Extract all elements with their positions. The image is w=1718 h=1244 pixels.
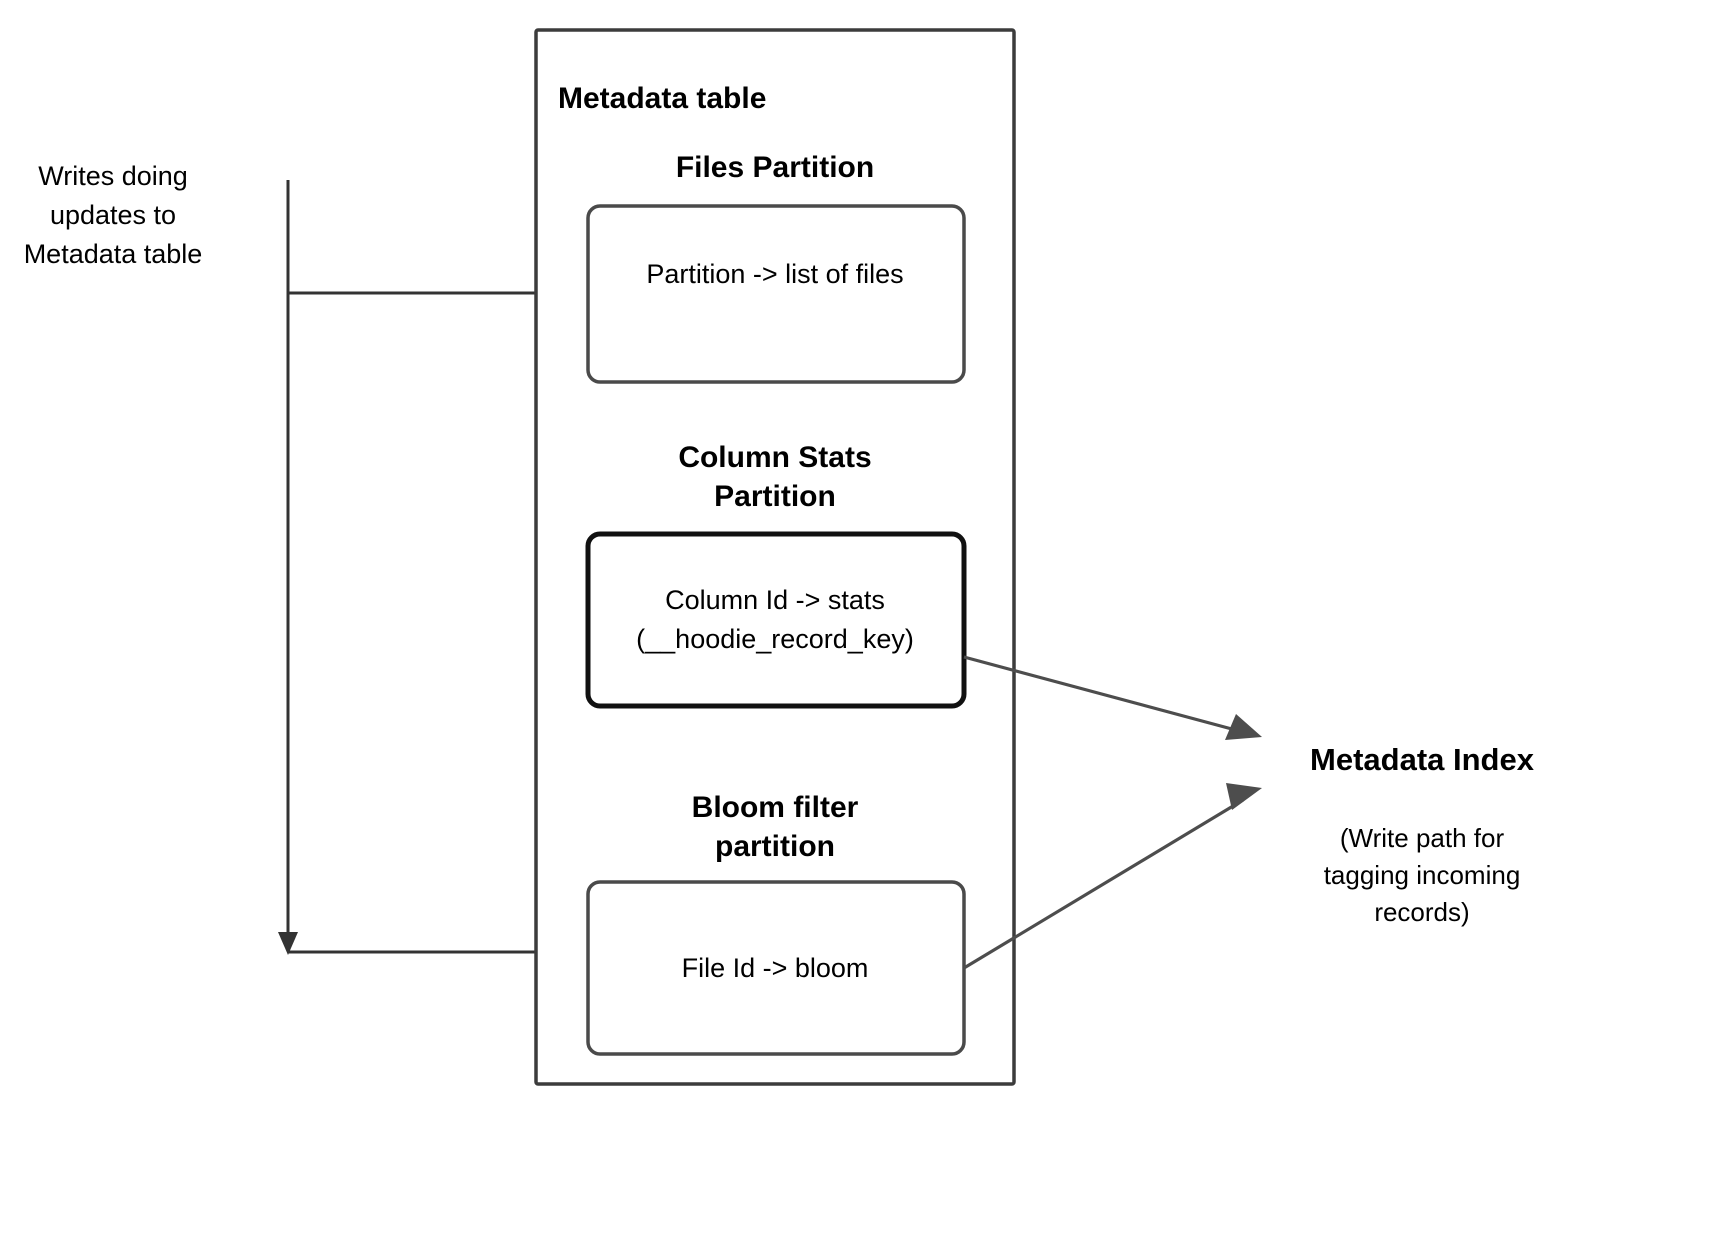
left-note-line-2: updates to <box>50 200 176 230</box>
metadata-index-title: Metadata Index <box>1310 742 1535 777</box>
column-stats-box-line-2: (__hoodie_record_key) <box>636 624 914 654</box>
left-note-line-3: Metadata table <box>24 239 203 269</box>
metadata-index-group: Metadata Index (Write path for tagging i… <box>1310 742 1535 927</box>
bloom-filter-heading-line-1: Bloom filter <box>692 791 859 824</box>
section-bloom-filter-partition: Bloom filter partition File Id -> bloom <box>586 791 966 1056</box>
metadata-index-description-line-3: records) <box>1374 897 1469 927</box>
column-stats-heading-line-2: Partition <box>714 480 836 513</box>
arrow-bloom-filter-to-index <box>963 783 1262 970</box>
arrow-column-stats-arrowhead-icon <box>1225 714 1262 740</box>
metadata-index-description-line-2: tagging incoming <box>1324 860 1521 890</box>
metadata-table-title: Metadata table <box>558 82 766 115</box>
bloom-filter-heading-line-2: partition <box>715 830 835 863</box>
column-stats-heading-line-1: Column Stats <box>678 441 871 474</box>
section-column-stats-partition: Column Stats Partition Column Id -> stat… <box>585 441 967 709</box>
files-partition-box-line-1: Partition -> list of files <box>646 259 903 289</box>
files-partition-heading-line-1: Files Partition <box>676 151 874 184</box>
column-stats-box-line-1: Column Id -> stats <box>665 585 885 615</box>
section-files-partition: Files Partition Partition -> list of fil… <box>586 151 966 384</box>
left-note: Writes doing updates to Metadata table <box>24 161 203 269</box>
files-partition-box <box>586 204 966 384</box>
left-note-line-1: Writes doing <box>38 161 188 191</box>
arrow-column-stats-to-index <box>963 655 1262 740</box>
metadata-index-description-line-1: (Write path for <box>1340 823 1505 853</box>
connector-trunk-arrowhead-icon <box>278 932 298 955</box>
arrow-bloom-filter-line <box>963 798 1244 970</box>
arrow-column-stats-line <box>963 655 1244 734</box>
bloom-filter-box-line-1: File Id -> bloom <box>682 953 869 983</box>
column-stats-box <box>585 531 967 709</box>
arrow-bloom-filter-arrowhead-icon <box>1226 783 1262 810</box>
